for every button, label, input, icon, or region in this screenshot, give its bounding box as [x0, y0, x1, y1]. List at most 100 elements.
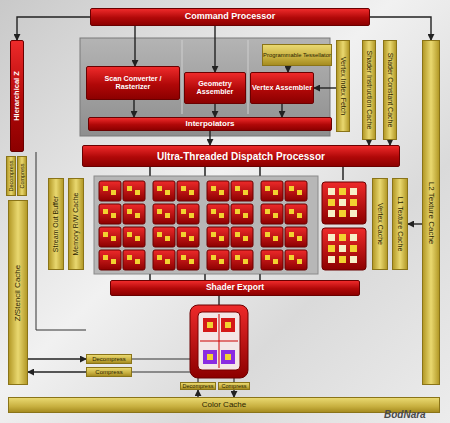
- alu-mark: [235, 209, 240, 214]
- alu-mark: [273, 213, 278, 218]
- texture-filter: [328, 256, 335, 263]
- stream-processor: [99, 250, 121, 270]
- codec-box: Compress: [17, 156, 27, 196]
- alu-mark: [273, 259, 278, 264]
- texture-filter: [339, 234, 346, 241]
- process-box: Geometry Assembler: [184, 72, 246, 104]
- alu-mark: [189, 236, 194, 241]
- alu-mark: [289, 232, 294, 237]
- texture-filter: [328, 234, 335, 241]
- alu-mark: [265, 255, 270, 260]
- z-wires: [132, 359, 190, 372]
- codec-box: Decompress: [86, 354, 132, 364]
- panel-divider: [248, 40, 249, 114]
- node-label: Hierarchical Z: [13, 71, 21, 121]
- stream-processor: [153, 204, 175, 224]
- texture-filter: [350, 256, 357, 263]
- hz-wire: [36, 152, 86, 330]
- stream-processor: [153, 181, 175, 201]
- watermark: BodNara: [384, 409, 426, 420]
- alu-mark: [103, 255, 108, 260]
- alu-mark: [265, 186, 270, 191]
- alu-mark: [243, 236, 248, 241]
- alu-mark: [111, 213, 116, 218]
- dispatch-arrows: [150, 167, 343, 180]
- stream-processor: [123, 204, 145, 224]
- process-box: Vertex Assembler: [250, 72, 314, 104]
- connector-arrow: [17, 17, 90, 40]
- codec-box: Compress: [218, 382, 250, 390]
- cache-bar: Z/Stencil Cache: [8, 200, 28, 385]
- stream-processor: [207, 204, 229, 224]
- connector-arrow: [370, 17, 431, 40]
- texture-filter: [339, 188, 346, 195]
- alu-mark: [211, 232, 216, 237]
- node-label: Decompress: [183, 383, 214, 389]
- alu-mark: [127, 232, 132, 237]
- node-label: Geometry Assembler: [185, 80, 245, 96]
- dispatch-bar: Ultra-Threaded Dispatch Processor: [82, 145, 400, 167]
- stream-processor: [207, 181, 229, 201]
- cache-bar: Shader Constant Cache: [383, 40, 397, 140]
- alu-mark: [135, 190, 140, 195]
- stream-processor: [207, 227, 229, 247]
- stream-processor: [177, 227, 199, 247]
- connector-arrow: [28, 358, 86, 359]
- alu-mark: [211, 255, 216, 260]
- stream-processor: [285, 227, 307, 247]
- cache-bar: L2 Texture Cache: [422, 40, 440, 385]
- alu-mark: [103, 232, 108, 237]
- connector-arrow: [134, 26, 135, 66]
- alu-mark: [189, 259, 194, 264]
- alu-mark: [181, 255, 186, 260]
- texture-filter: [350, 199, 357, 206]
- node-label: Z/Stencil Cache: [14, 264, 23, 320]
- node-label: Vertex Index Fetch: [339, 57, 347, 115]
- alu-mark: [265, 232, 270, 237]
- alu-mark: [135, 236, 140, 241]
- alu-mark: [103, 186, 108, 191]
- process-bar: Interpolators: [88, 117, 332, 131]
- cache-bar: Vertex Cache: [372, 178, 388, 270]
- processor-box: Command Processor: [90, 8, 370, 26]
- node-label: Vertex Cache: [376, 203, 384, 245]
- node-label: Compress: [19, 163, 25, 188]
- connector-arrow: [133, 100, 134, 117]
- stream-processor: [285, 204, 307, 224]
- texture-filter: [350, 188, 357, 195]
- connector-arrow: [197, 390, 198, 397]
- alu-mark: [273, 236, 278, 241]
- stream-processor: [231, 204, 253, 224]
- alu-mark: [165, 236, 170, 241]
- panel-divider: [182, 40, 183, 114]
- connector-arrow: [408, 223, 422, 224]
- alu-mark: [243, 190, 248, 195]
- texture-filter: [350, 234, 357, 241]
- stream-processor: [99, 204, 121, 224]
- stream-processor: [177, 204, 199, 224]
- node-label: Ultra-Threaded Dispatch Processor: [157, 151, 325, 162]
- alu-mark: [289, 255, 294, 260]
- render-back-end: [190, 305, 248, 378]
- stream-processor: [153, 250, 175, 270]
- stream-processor: [261, 181, 283, 201]
- texture-filter: [339, 210, 346, 217]
- texture-filter: [350, 210, 357, 217]
- alu-mark: [235, 232, 240, 237]
- alu-mark: [219, 190, 224, 195]
- texture-filter: [328, 210, 335, 217]
- stream-processor: [261, 250, 283, 270]
- stream-processor: [231, 227, 253, 247]
- alu-mark: [111, 259, 116, 264]
- alu-mark: [111, 190, 116, 195]
- codec-box: Decompress: [6, 156, 16, 196]
- stream-processor: [177, 250, 199, 270]
- alu-mark: [157, 255, 162, 260]
- node-label: L1 Texture Cache: [396, 197, 404, 252]
- texture-filter: [328, 245, 335, 252]
- node-label: Scan Converter / Rasterizer: [87, 75, 179, 91]
- stream-processor: [261, 227, 283, 247]
- alu-mark: [165, 259, 170, 264]
- node-label: Shader Export: [206, 283, 264, 292]
- texture-unit: [322, 182, 366, 224]
